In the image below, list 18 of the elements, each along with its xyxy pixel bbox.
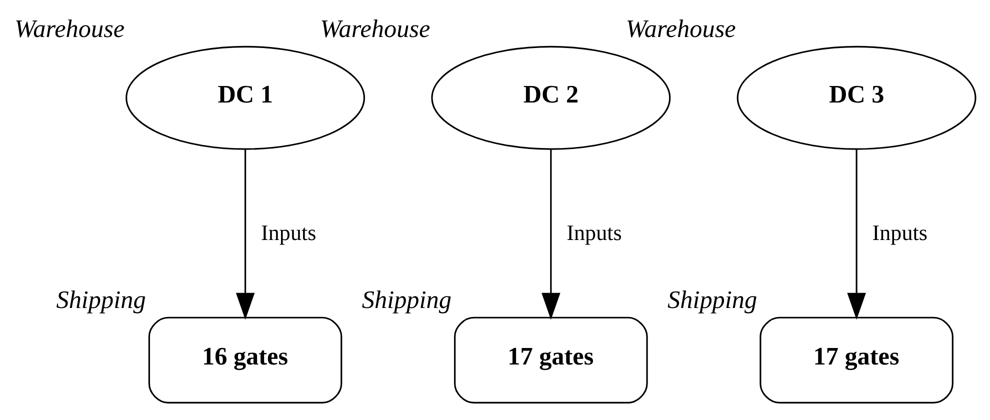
edge-label: Inputs xyxy=(566,219,622,244)
node-box: 17 gates xyxy=(760,316,954,403)
node-box: 17 gates xyxy=(454,316,648,403)
arrow xyxy=(847,148,866,320)
node-ellipse: DC 2 xyxy=(431,45,671,150)
edge-label: Inputs xyxy=(872,219,928,244)
node-ellipse: DC 1 xyxy=(126,45,366,150)
node-ellipse: DC 3 xyxy=(736,45,976,150)
arrow xyxy=(236,148,255,320)
edge-label: Inputs xyxy=(261,219,316,244)
arrow xyxy=(542,148,560,320)
node-label: Warehouse xyxy=(14,15,125,42)
node-label: Shipping xyxy=(362,286,452,314)
node-box: 16 gates xyxy=(148,316,342,403)
node-label: Warehouse xyxy=(626,15,736,42)
node-label: Shipping xyxy=(668,286,758,314)
node-label: Warehouse xyxy=(320,15,430,42)
node-label: Shipping xyxy=(56,286,146,314)
